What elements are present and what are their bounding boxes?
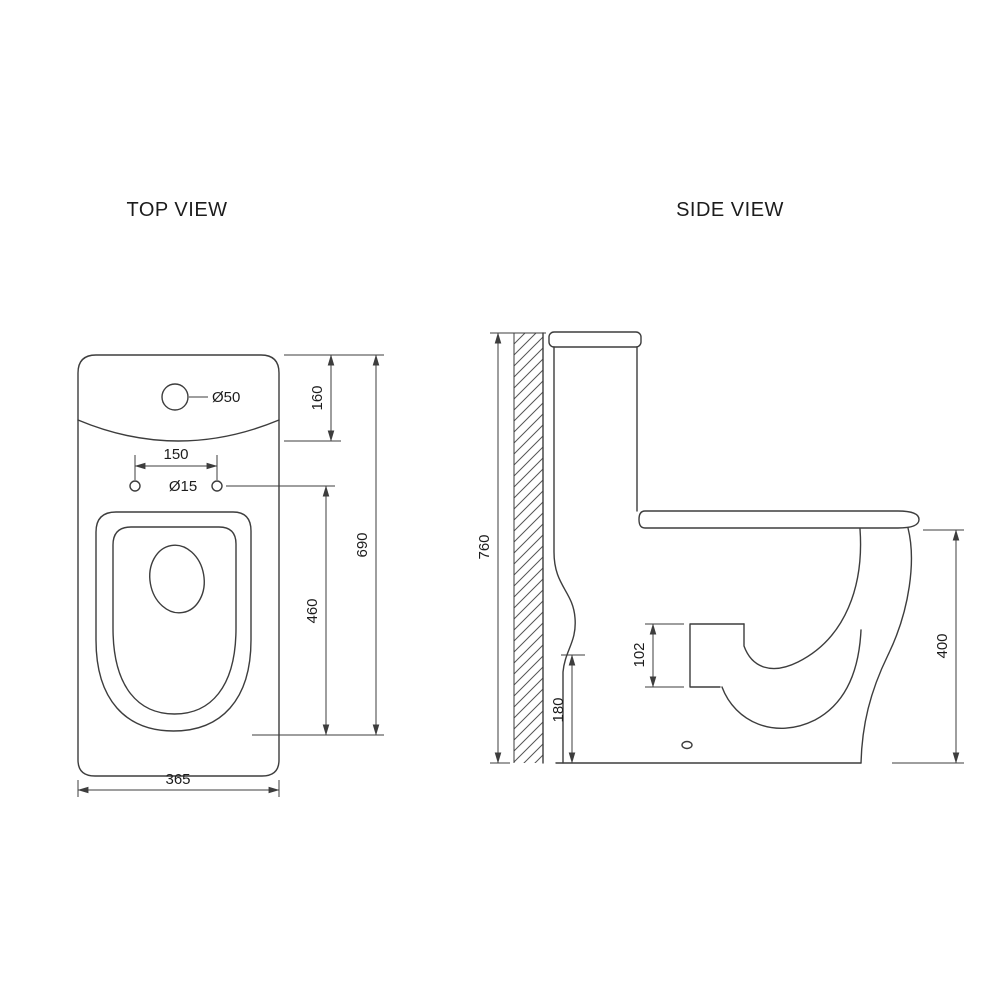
dim-label-hinge-hole-diameter: Ø15: [169, 478, 197, 495]
seat-outer-outline: [95, 511, 252, 732]
bowl-underside-curve: [721, 629, 862, 729]
water-spot-oval: [149, 544, 205, 614]
dim-label-tank-depth: 160: [309, 385, 326, 410]
dim-label-inlet-height: 180: [550, 697, 567, 722]
seat-inner-outline: [112, 526, 237, 715]
top-view-title: TOP VIEW: [126, 199, 227, 221]
hinge-hole-right: [211, 480, 223, 492]
dim-label-overall-depth: 690: [354, 532, 371, 557]
dim-label-overall-width: 365: [165, 771, 190, 788]
body-outline: [77, 354, 280, 777]
floor-bolt-cap: [681, 740, 693, 750]
dim-label-hinge-spacing: 150: [163, 446, 188, 463]
tank-bottom-arc: [77, 419, 280, 442]
hinge-hole-left: [129, 480, 141, 492]
dim-label-overall-height: 760: [476, 534, 493, 559]
bowl-front-profile: [860, 527, 913, 764]
dim-label-rim-height: 400: [934, 633, 951, 658]
seat-lid-profile: [638, 510, 920, 529]
wall-hatch-band: [514, 333, 543, 763]
bowl-inner-curve: [743, 528, 862, 670]
dim-label-trap-height: 102: [631, 642, 648, 667]
top-view-drawing: Ø50 Ø15 150 160 460 690 365: [77, 354, 384, 797]
dim-label-hinge-to-front: 460: [304, 598, 321, 623]
side-view-drawing: 760 102 180 400: [476, 331, 964, 764]
back-profile: [553, 346, 576, 764]
tank-lid: [548, 331, 642, 348]
side-view-title: SIDE VIEW: [676, 199, 784, 221]
flush-button-circle: [161, 383, 189, 411]
trap-outline: [689, 623, 745, 688]
dim-label-flush-button-diameter: Ø50: [212, 389, 240, 406]
